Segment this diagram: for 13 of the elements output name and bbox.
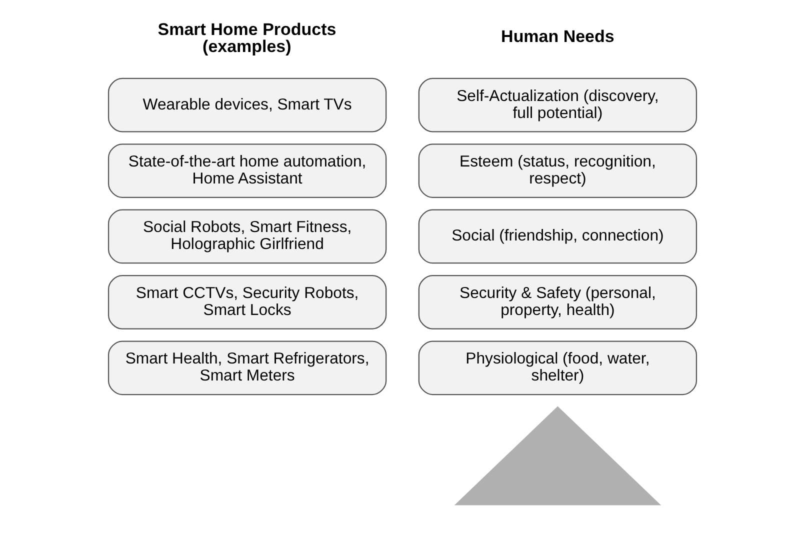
node-box: Social (friendship, connection) [418, 209, 698, 264]
label: Human Needs [501, 27, 614, 46]
label: Smart Home Products (examples) [158, 20, 336, 56]
node-box: Smart CCTVs, Security Robots, Smart Locks [108, 275, 387, 330]
node-box: Smart Health, Smart Refrigerators, Smart Meters [108, 340, 387, 396]
node-triangle [454, 406, 662, 506]
node-box: Social Robots, Smart Fitness, Holographic Girlfriend [108, 209, 387, 264]
node-box: Esteem (status, recognition, respect) [418, 144, 698, 198]
node-box: Security & Safety (personal, property, health) [418, 275, 698, 330]
node-box: Self-Actualization (discovery, full potential) [418, 78, 698, 132]
node-box: Physiological (food, water, shelter) [418, 340, 698, 396]
node-box: State-of-the-art home automation, Home Assistant [108, 144, 387, 198]
node-box: Wearable devices, Smart TVs [108, 78, 387, 132]
